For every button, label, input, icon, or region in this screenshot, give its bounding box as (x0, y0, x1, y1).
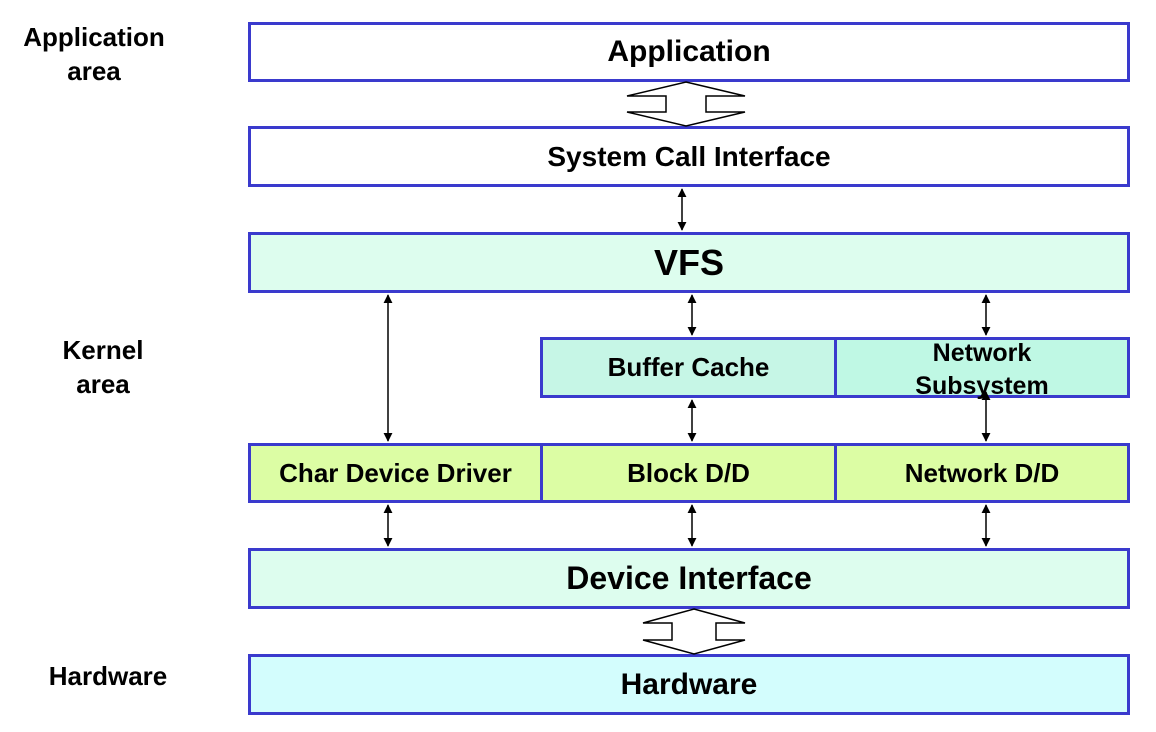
hardware-area-label: Hardware (48, 661, 168, 691)
network-dd-label: Network D/D (904, 457, 1060, 488)
char-device-driver-label: Char Device Driver (279, 457, 512, 488)
vfs-label: VFS (653, 241, 724, 283)
network-subsystem-layer: Network Subsystem (834, 337, 1130, 400)
char-device-driver-layer: Char Device Driver (248, 443, 543, 503)
buffer-cache-label: Buffer Cache (607, 352, 770, 382)
block-dd-label: Block D/D (627, 457, 750, 488)
hardware-layer-label: Hardware (620, 667, 758, 701)
kernel-area-label: Kernel area (62, 335, 144, 399)
network-subsystem-label: Network Subsystem (915, 338, 1049, 400)
device-interface-label: Device Interface (566, 560, 812, 596)
system-call-interface-layer: System Call Interface (248, 126, 1130, 187)
network-dd-layer: Network D/D (834, 443, 1130, 503)
application-layer-label: Application (607, 35, 771, 68)
block-dd-layer: Block D/D (540, 443, 837, 503)
app-syscall-hollow-arrow (626, 81, 746, 127)
application-layer: Application (248, 22, 1130, 82)
system-call-interface-label: System Call Interface (547, 140, 831, 172)
device-interface-layer: Device Interface (248, 548, 1130, 609)
buffer-cache-layer: Buffer Cache (540, 337, 837, 398)
hardware-layer: Hardware (248, 654, 1130, 715)
device-hardware-hollow-arrow (642, 608, 746, 655)
application-area-label: Application area (23, 22, 165, 86)
vfs-layer: VFS (248, 232, 1130, 293)
